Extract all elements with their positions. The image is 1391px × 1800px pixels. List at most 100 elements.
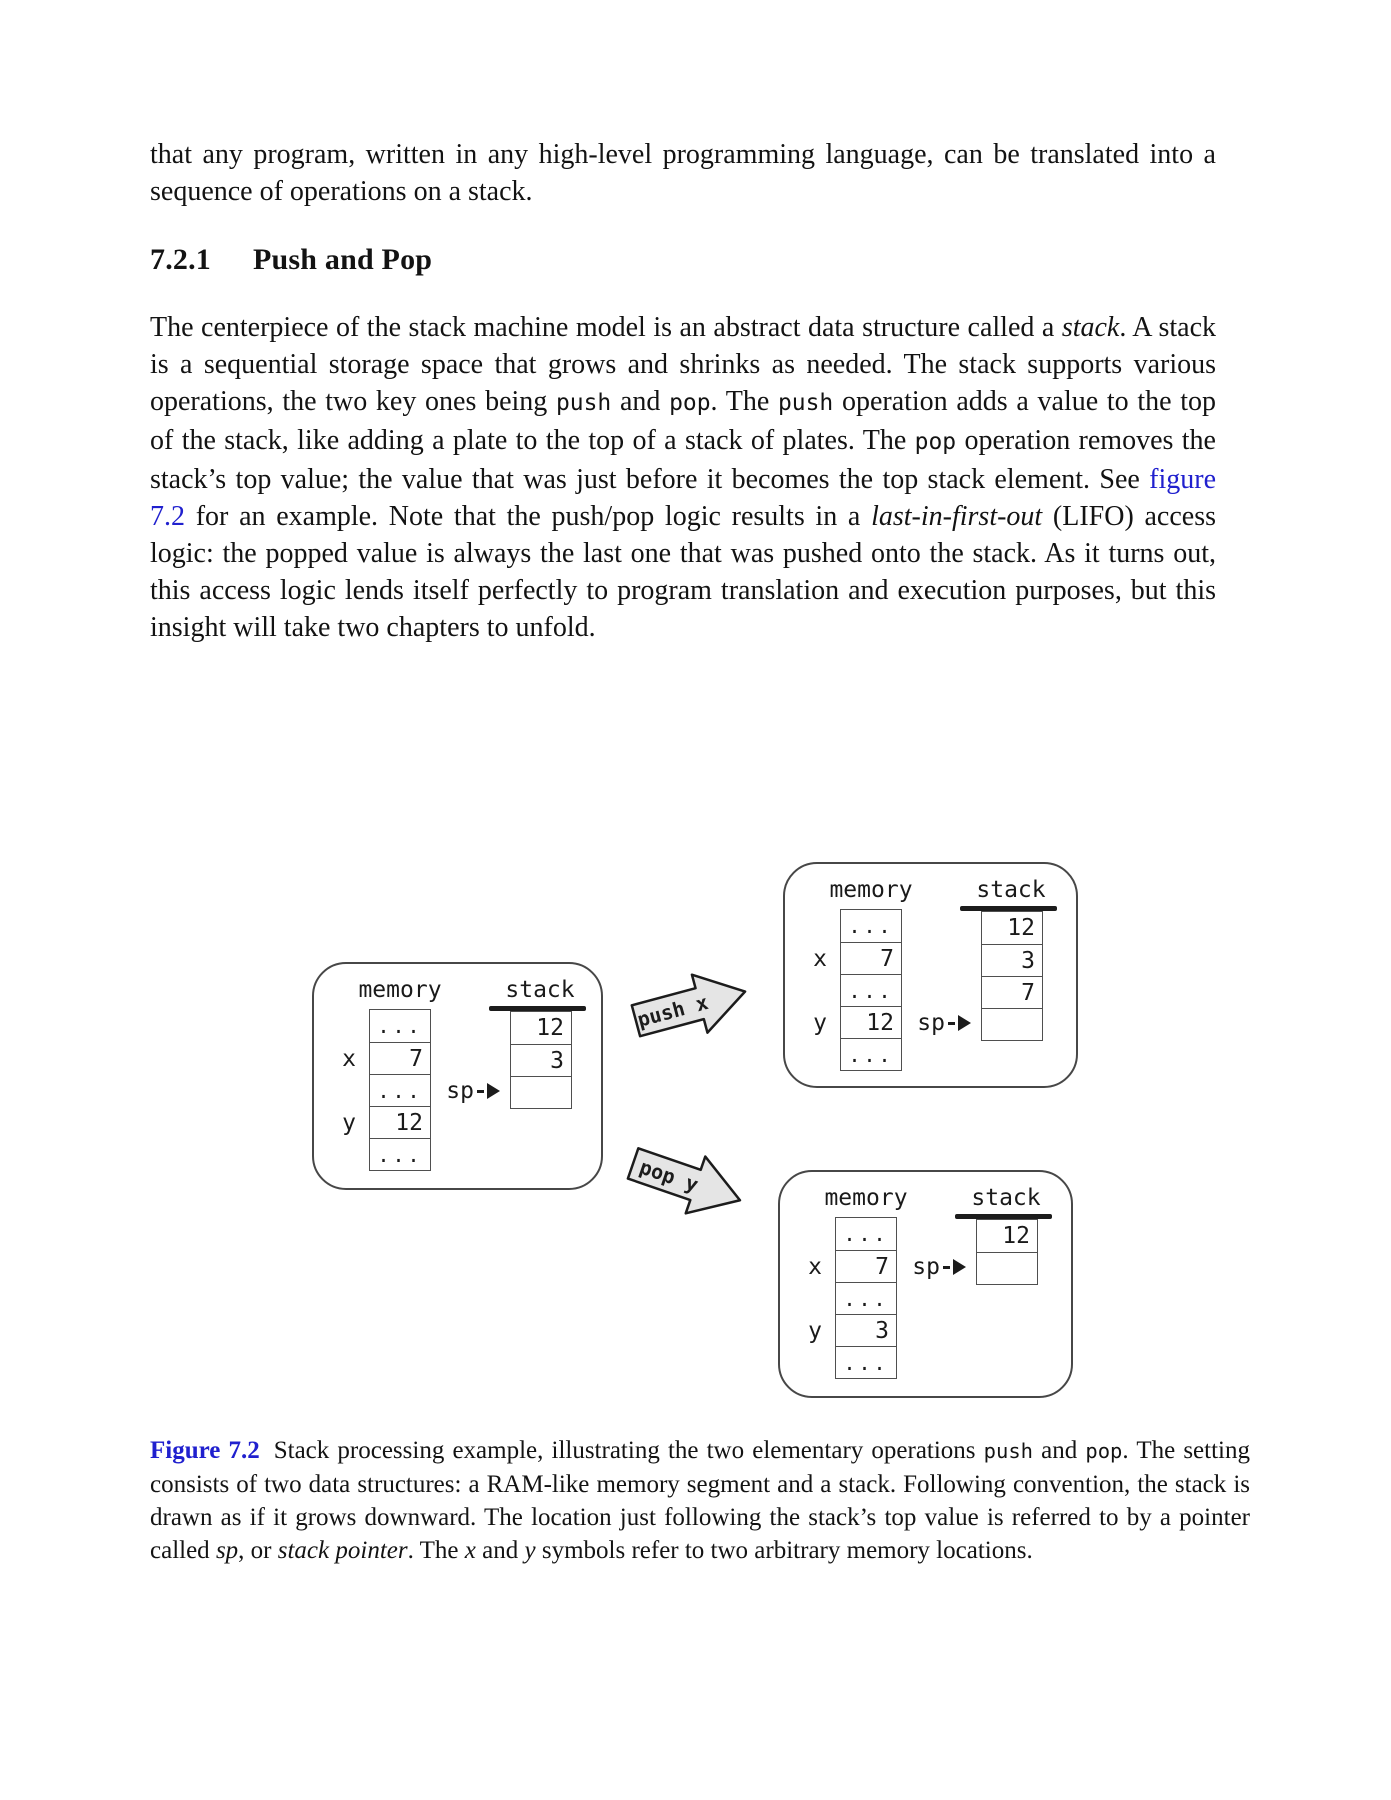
memory-cell: ... — [841, 974, 901, 1006]
stack-label: stack — [505, 977, 575, 1003]
memory-address-label: x — [808, 1253, 822, 1280]
stack-pointer-arrow-icon — [958, 1015, 971, 1031]
memory-cell: ... — [836, 1218, 896, 1250]
stack-cell — [977, 1252, 1037, 1284]
memory-cell: ... — [841, 1038, 901, 1070]
stack-pointer-label: sp — [912, 1254, 940, 1280]
stack-pointer-arrow-stem — [943, 1265, 950, 1269]
memory-cell-value: ... — [848, 978, 894, 1003]
memory-cell: ... — [370, 1010, 430, 1042]
text-run-caption-label: Figure 7.2 — [150, 1437, 260, 1464]
text-run-italic: x — [464, 1537, 476, 1564]
text-run-italic: y — [524, 1537, 536, 1564]
memory-cell-value: ... — [843, 1222, 889, 1246]
memory-cell: 12 y — [342, 1106, 430, 1138]
stack-column: 12 3 7 — [981, 911, 1043, 1041]
stack-cell: 12 — [982, 912, 1042, 944]
stack-cell — [511, 1076, 571, 1108]
stack-pointer: sp — [912, 1254, 966, 1280]
memory-cell-value: 7 — [880, 945, 894, 972]
memory-address-label: y — [808, 1317, 822, 1344]
memory-cell-value: 7 — [875, 1253, 889, 1280]
memory-cell-value: 7 — [409, 1045, 423, 1072]
memory-cell-value: ... — [377, 1014, 423, 1038]
memory-cell: ... — [836, 1282, 896, 1314]
stack-pointer-arrow-icon — [953, 1259, 966, 1275]
block-arrow-icon — [626, 1147, 742, 1215]
memory-cell-value: 3 — [875, 1317, 889, 1344]
memory-label: memory — [358, 977, 442, 1003]
text-run: operation removes the stack’s top value;… — [150, 425, 1216, 495]
text-run-code: push — [983, 1439, 1034, 1463]
memory-cell-value: ... — [377, 1142, 423, 1167]
memory-cell-value: ... — [848, 914, 894, 938]
text-run: , or — [238, 1537, 278, 1564]
text-run-code: pop — [914, 429, 957, 455]
text-run-code: pop — [669, 390, 711, 416]
text-run-italic: stack pointer — [277, 1537, 408, 1564]
text-run: . A stack is a sequential storage space … — [150, 312, 1216, 417]
stack-cell-value: 3 — [550, 1047, 564, 1074]
stack-cell-value: 12 — [536, 1015, 564, 1041]
stack-cell — [982, 1008, 1042, 1040]
memory-label: memory — [824, 1185, 908, 1211]
stack-cell-value: 7 — [1021, 979, 1035, 1006]
stack-cell: 12 — [511, 1012, 571, 1044]
stack-label: stack — [971, 1185, 1041, 1211]
memory-cell-value: ... — [843, 1286, 889, 1311]
text-run: Stack processing example, illustrating t… — [273, 1437, 984, 1464]
stack-pointer-arrow-icon — [487, 1083, 500, 1099]
stack-column: 12 — [976, 1219, 1038, 1285]
stack-pointer-label: sp — [446, 1078, 474, 1104]
section-title: Push and Pop — [253, 243, 433, 276]
memory-cell: ... — [370, 1074, 430, 1106]
text-run: The centerpiece of the stack machine mod… — [150, 312, 1062, 343]
operation-arrow-push: push x — [626, 960, 757, 1052]
stack-cell: 3 — [511, 1044, 571, 1076]
stack-pointer-label: sp — [917, 1010, 945, 1036]
stack-cell-value: 12 — [1002, 1223, 1030, 1249]
text-run-code: push — [777, 390, 834, 416]
block-arrow-icon — [630, 973, 747, 1038]
memory-address-label: x — [813, 945, 827, 972]
memory-cell: ... — [836, 1346, 896, 1378]
stack-top-bar — [955, 1214, 1052, 1219]
memory-address-label: y — [342, 1109, 356, 1136]
text-run: operation adds a value to the top of the… — [150, 386, 1216, 456]
stack-cell-value: 12 — [1007, 915, 1035, 941]
operation-arrow-label: push x — [634, 989, 711, 1032]
memory-cell-value: ... — [377, 1078, 423, 1103]
text-run-italic: stack — [1061, 312, 1120, 343]
text-run: and — [611, 386, 670, 417]
memory-address-label: x — [342, 1045, 356, 1072]
stack-pointer-arrow-stem — [948, 1021, 955, 1025]
stack-cell: 7 — [982, 976, 1042, 1008]
stack-top-bar — [960, 906, 1057, 911]
text-run: . The — [407, 1537, 465, 1564]
stack-cell-value: 3 — [1021, 947, 1035, 974]
text-run: and — [475, 1537, 525, 1564]
memory-cell-value: 12 — [866, 1009, 894, 1036]
section-number: 7.2.1 — [150, 243, 211, 276]
memory-cell-value: 12 — [395, 1109, 423, 1136]
paragraph-main: The centerpiece of the stack machine mod… — [150, 309, 1216, 646]
stack-pointer-arrow-stem — [477, 1089, 484, 1093]
text-run: . The — [710, 386, 778, 417]
stack-pointer: sp — [917, 1010, 971, 1036]
memory-cell: ... — [841, 910, 901, 942]
figure-7-2-link[interactable]: figure 7.2 — [150, 464, 1216, 532]
section-heading: 7.2.1 Push and Pop — [150, 243, 432, 277]
memory-label: memory — [829, 877, 913, 903]
